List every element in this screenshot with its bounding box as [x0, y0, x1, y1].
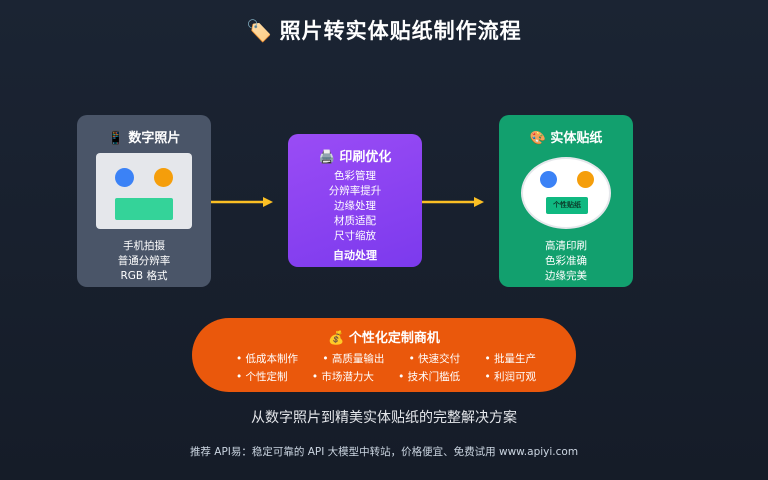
step-details: 高清印刷 色彩准确 边缘完美 [499, 239, 633, 284]
orange-circle-shape [154, 168, 173, 187]
step-details: 色彩管理 分辨率提升 边缘处理 材质适配 尺寸缩放 [288, 169, 422, 244]
business-benefits: • 低成本制作 • 高质量输出 • 快速交付 • 批量生产 • 个性定制 • 市… [236, 350, 536, 386]
step-detail-line: 材质适配 [334, 215, 376, 227]
sticker-label: 个性贴纸 [546, 197, 588, 214]
benefit-item: • 低成本制作 [236, 353, 299, 365]
step-detail-line: RGB 格式 [120, 270, 168, 282]
benefit-item: • 批量生产 [484, 353, 536, 365]
page-title-text: 照片转实体贴纸制作流程 [279, 19, 522, 43]
footer-note: 推荐 API易：稳定可靠的 API 大模型中转站，价格便宜、免费试用 www.a… [189, 446, 579, 458]
benefit-item: • 快速交付 [408, 353, 461, 365]
benefit-item: • 市场潜力大 [311, 371, 374, 383]
step-detail-line: 手机拍摄 [123, 240, 165, 252]
arrow-right-icon [211, 197, 273, 207]
subtitle: 从数字照片到精美实体贴纸的完整解决方案 [251, 410, 517, 426]
label-tag-icon: 🏷️ [246, 19, 274, 43]
step-detail-line: 色彩准确 [545, 255, 587, 267]
benefit-row: • 低成本制作 • 高质量输出 • 快速交付 • 批量生产 [236, 350, 536, 368]
benefit-item: • 高质量输出 [322, 353, 385, 365]
step-detail-line: 边缘完美 [545, 270, 587, 282]
mobile-phone-icon: 📱 [107, 131, 124, 146]
step-detail-line: 普通分辨率 [117, 255, 171, 267]
step-title: 📱 数字照片 [77, 127, 211, 146]
money-bag-icon: 💰 [328, 331, 345, 346]
sticker-illustration: 个性贴纸 [521, 157, 611, 229]
step-detail-line: 分辨率提升 [328, 185, 382, 197]
business-title-text: 个性化定制商机 [348, 331, 440, 346]
step-digital-photo: 📱 数字照片 手机拍摄 普通分辨率 RGB 格式 [77, 115, 211, 287]
step-title: 🖨️ 印刷优化 [288, 146, 422, 165]
blue-circle-shape [540, 171, 557, 188]
business-title: 💰 个性化定制商机 [192, 327, 576, 346]
step-title-text: 数字照片 [128, 131, 181, 146]
benefit-item: • 技术门槛低 [398, 371, 461, 383]
step-detail-line: 边缘处理 [334, 200, 376, 212]
green-rectangle-shape [115, 198, 173, 220]
step-footer: 自动处理 [333, 249, 377, 262]
step-detail-line: 尺寸缩放 [334, 230, 376, 242]
printer-icon: 🖨️ [318, 150, 335, 165]
step-physical-sticker: 🎨 实体贴纸 个性贴纸 高清印刷 色彩准确 边缘完美 [499, 115, 633, 287]
step-details: 手机拍摄 普通分辨率 RGB 格式 [77, 239, 211, 284]
page-title: 🏷️照片转实体贴纸制作流程 [0, 15, 768, 45]
photo-illustration [96, 153, 192, 229]
step-title-text: 印刷优化 [339, 150, 392, 165]
business-opportunity-box: 💰 个性化定制商机 • 低成本制作 • 高质量输出 • 快速交付 • 批量生产 … [192, 318, 576, 392]
orange-circle-shape [577, 171, 594, 188]
step-title-text: 实体贴纸 [550, 131, 603, 146]
palette-icon: 🎨 [529, 131, 546, 146]
step-print-optimization: 🖨️ 印刷优化 色彩管理 分辨率提升 边缘处理 材质适配 尺寸缩放 自动处理 [288, 134, 422, 267]
benefit-item: • 个性定制 [236, 371, 288, 383]
step-title: 🎨 实体贴纸 [499, 127, 633, 146]
benefit-row: • 个性定制 • 市场潜力大 • 技术门槛低 • 利润可观 [236, 368, 536, 386]
blue-circle-shape [115, 168, 134, 187]
arrow-right-icon [422, 197, 484, 207]
step-detail-line: 色彩管理 [334, 170, 376, 182]
benefit-item: • 利润可观 [484, 371, 536, 383]
step-detail-line: 高清印刷 [545, 240, 587, 252]
